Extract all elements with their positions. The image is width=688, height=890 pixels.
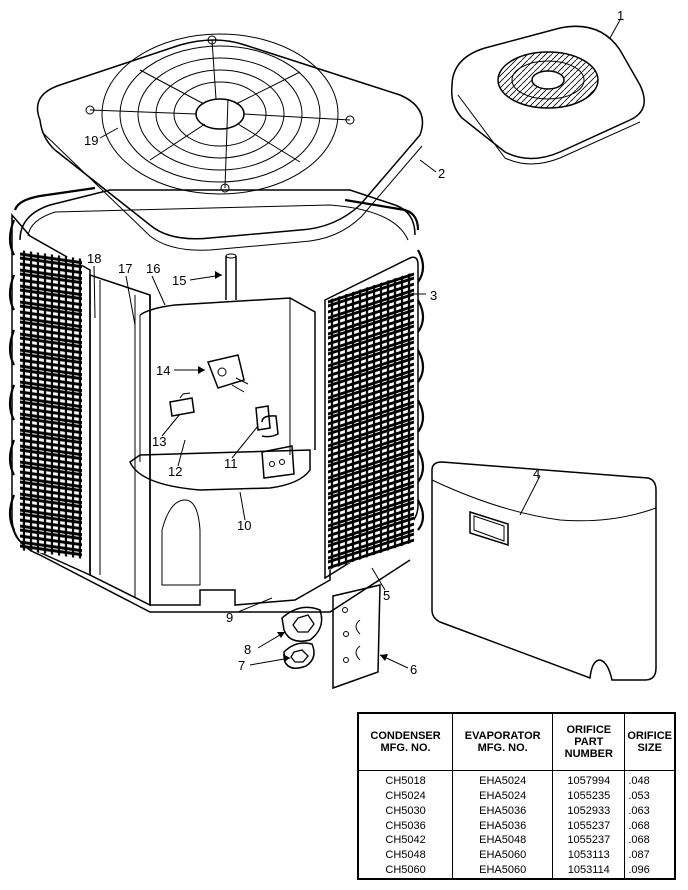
cell: .068 (624, 833, 676, 849)
cell: CH5042 (357, 833, 454, 849)
cell: EHA5024 (452, 789, 554, 805)
cell: CH5024 (357, 789, 454, 805)
callout-7: 7 (238, 658, 245, 673)
cell: EHA5036 (452, 818, 554, 834)
cell: .068 (624, 818, 676, 834)
callout-19: 19 (84, 133, 98, 148)
cell: CH5036 (357, 818, 454, 834)
header-evaporator: EVAPORATOR MFG. NO. (452, 712, 554, 771)
cell: EHA5024 (452, 770, 554, 790)
callout-4: 4 (533, 466, 540, 481)
callout-5: 5 (383, 588, 390, 603)
header-orifice-size: ORIFICE SIZE (624, 712, 676, 771)
callout-14: 14 (156, 363, 170, 378)
table-header-row: CONDENSER MFG. NO. EVAPORATOR MFG. NO. O… (357, 712, 676, 771)
cell: .053 (624, 789, 676, 805)
cell: 1052933 (552, 804, 626, 819)
cell: 1053113 (552, 848, 626, 863)
orifice-table: CONDENSER MFG. NO. EVAPORATOR MFG. NO. O… (357, 712, 676, 880)
bracket (332, 584, 381, 690)
cell: .096 (624, 863, 676, 879)
callout-17: 17 (118, 261, 132, 276)
cell: 1057994 (552, 770, 626, 790)
cell: CH5018 (357, 770, 454, 790)
header-orifice-part: ORIFICE PART NUMBER (552, 712, 626, 771)
cell: EHA5060 (452, 863, 554, 879)
callout-1: 1 (617, 8, 624, 23)
cell: CH5030 (357, 804, 454, 819)
callout-12: 12 (168, 464, 182, 479)
cell: .087 (624, 848, 676, 863)
callout-13: 13 (152, 434, 166, 449)
callout-6: 6 (410, 662, 417, 677)
callout-10: 10 (237, 518, 251, 533)
callout-18: 18 (87, 251, 101, 266)
cell: EHA5048 (452, 833, 554, 849)
callout-16: 16 (146, 261, 160, 276)
callout-labels: 1 2 3 4 5 6 7 8 9 10 11 12 13 14 15 16 1… (84, 8, 624, 677)
cell: 1055235 (552, 789, 626, 805)
callout-2: 2 (438, 166, 445, 181)
callout-15: 15 (172, 273, 186, 288)
callout-11: 11 (224, 456, 238, 471)
leader-lines (93, 127, 541, 669)
access-panel (431, 461, 657, 681)
cell: CH5048 (357, 848, 454, 863)
cell: .063 (624, 804, 676, 819)
left-coil (8, 212, 91, 577)
top-cover (36, 33, 424, 251)
callout-9: 9 (226, 610, 233, 625)
callout-3: 3 (430, 288, 437, 303)
header-condenser: CONDENSER MFG. NO. (357, 712, 454, 771)
cell: 1055237 (552, 818, 626, 834)
right-coil (324, 249, 425, 580)
cell: EHA5060 (452, 848, 554, 863)
cell: 1053114 (552, 863, 626, 879)
cell: EHA5036 (452, 804, 554, 819)
fan-guard-small (450, 25, 645, 165)
cell: 1055237 (552, 833, 626, 849)
cell: CH5060 (357, 863, 454, 879)
cell: .048 (624, 770, 676, 790)
callout-8: 8 (244, 642, 251, 657)
